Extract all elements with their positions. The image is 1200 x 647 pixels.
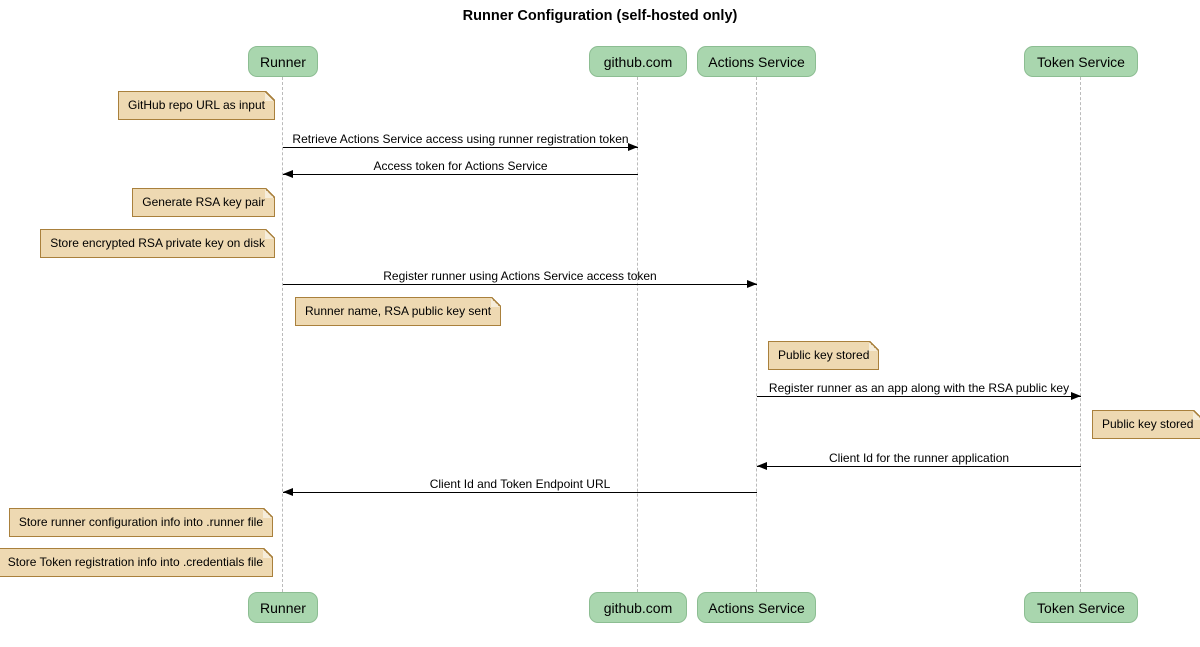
lifeline-actions-service <box>756 77 757 592</box>
message-register-runner-app: Register runner as an app along with the… <box>757 379 1081 400</box>
note-text: Store encrypted RSA private key on disk <box>50 236 265 250</box>
participant-actions-service-top: Actions Service <box>697 46 816 77</box>
note-store-private-key: Store encrypted RSA private key on disk <box>40 229 275 258</box>
participant-github-top: github.com <box>589 46 687 77</box>
message-label: Access token for Actions Service <box>373 159 548 173</box>
participant-label: Actions Service <box>708 53 805 70</box>
arrowhead-left-icon <box>757 462 767 470</box>
note-text: GitHub repo URL as input <box>128 98 265 112</box>
note-text: Generate RSA key pair <box>142 195 265 209</box>
note-github-repo-url: GitHub repo URL as input <box>118 91 275 120</box>
note-text: Store runner configuration info into .ru… <box>18 515 263 529</box>
participant-runner-top: Runner <box>248 46 318 77</box>
note-text: Public key stored <box>778 348 870 362</box>
note-runner-name-sent: Runner name, RSA public key sent <box>295 297 502 326</box>
arrowhead-left-icon <box>283 170 293 178</box>
arrowhead-left-icon <box>283 488 293 496</box>
participant-runner-bottom: Runner <box>248 592 318 623</box>
participant-label: github.com <box>603 599 673 616</box>
note-store-credentials-file: Store Token registration info into .cred… <box>0 548 274 577</box>
participant-label: Token Service <box>1037 599 1125 616</box>
message-client-id: Client Id for the runner application <box>757 449 1081 470</box>
message-access-token: Access token for Actions Service <box>283 157 638 178</box>
participant-token-service-bottom: Token Service <box>1024 592 1138 623</box>
note-generate-rsa: Generate RSA key pair <box>132 188 275 217</box>
lifeline-github <box>637 77 638 592</box>
participant-label: Runner <box>260 53 306 70</box>
diagram-title: Runner Configuration (self-hosted only) <box>462 8 738 24</box>
note-public-key-stored-actions: Public key stored <box>768 341 880 370</box>
lifeline-token-service <box>1080 77 1081 592</box>
note-public-key-stored-token: Public key stored <box>1092 410 1200 439</box>
lifeline-runner <box>282 77 283 592</box>
message-label: Client Id for the runner application <box>828 451 1010 465</box>
message-label: Register runner as an app along with the… <box>768 381 1070 395</box>
note-text: Store Token registration info into .cred… <box>7 555 263 569</box>
message-label: Client Id and Token Endpoint URL <box>429 477 611 491</box>
participant-label: Runner <box>260 599 306 616</box>
arrowhead-right-icon <box>628 143 638 151</box>
arrowhead-right-icon <box>747 280 757 288</box>
participant-label: Actions Service <box>708 599 805 616</box>
participant-actions-service-bottom: Actions Service <box>697 592 816 623</box>
participant-label: Token Service <box>1037 53 1125 70</box>
message-label: Retrieve Actions Service access using ru… <box>292 132 629 146</box>
arrowhead-right-icon <box>1071 392 1081 400</box>
participant-github-bottom: github.com <box>589 592 687 623</box>
message-retrieve-actions-access: Retrieve Actions Service access using ru… <box>283 130 638 151</box>
participant-token-service-top: Token Service <box>1024 46 1138 77</box>
message-register-runner: Register runner using Actions Service ac… <box>283 267 757 288</box>
note-text: Public key stored <box>1102 417 1194 431</box>
note-store-runner-file: Store runner configuration info into .ru… <box>8 508 274 537</box>
message-client-id-endpoint: Client Id and Token Endpoint URL <box>283 475 757 496</box>
message-label: Register runner using Actions Service ac… <box>383 269 657 283</box>
participant-label: github.com <box>603 53 673 70</box>
note-text: Runner name, RSA public key sent <box>305 304 492 318</box>
